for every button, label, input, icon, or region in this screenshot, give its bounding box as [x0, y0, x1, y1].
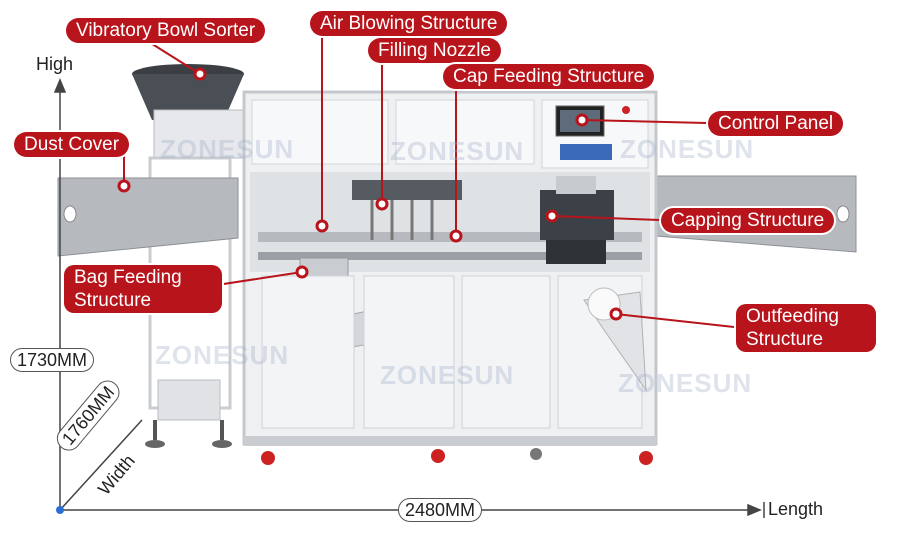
- watermark: ZONESUN: [618, 368, 753, 398]
- label-vibratory-bowl-sorter: Vibratory Bowl Sorter: [66, 18, 266, 43]
- watermark: ZONESUN: [390, 136, 525, 166]
- label-bag-feeding-structure: Bag Feeding Structure: [64, 265, 222, 313]
- label-dust-cover: Dust Cover: [14, 132, 130, 157]
- watermark: ZONESUN: [155, 340, 290, 370]
- label-control-panel: Control Panel: [708, 111, 844, 136]
- capping-heads: [540, 176, 614, 264]
- label-filling-nozzle: Filling Nozzle: [368, 38, 501, 63]
- caster-wheels: [261, 448, 653, 465]
- leader-lines: [123, 29, 735, 328]
- filling-nozzles: [352, 180, 462, 240]
- watermark: ZONESUN: [160, 134, 295, 164]
- length-value: 2480MM: [398, 498, 483, 522]
- label-air-blowing-structure: Air Blowing Structure: [310, 11, 508, 36]
- label-outfeeding-structure: Outfeeding Structure: [736, 304, 876, 352]
- watermark: ZONESUN: [620, 134, 755, 164]
- vibratory-bowl: [132, 64, 245, 448]
- watermark: ZONESUN: [380, 360, 515, 390]
- height-axis-label: High: [36, 54, 74, 74]
- label-capping-structure: Capping Structure: [661, 208, 835, 233]
- callout-dots: [117, 67, 623, 321]
- length-axis-label: Length: [768, 499, 824, 519]
- label-cap-feeding-structure: Cap Feeding Structure: [443, 64, 655, 89]
- height-value: 1730MM: [10, 348, 95, 372]
- left-dust-cover: [57, 177, 239, 257]
